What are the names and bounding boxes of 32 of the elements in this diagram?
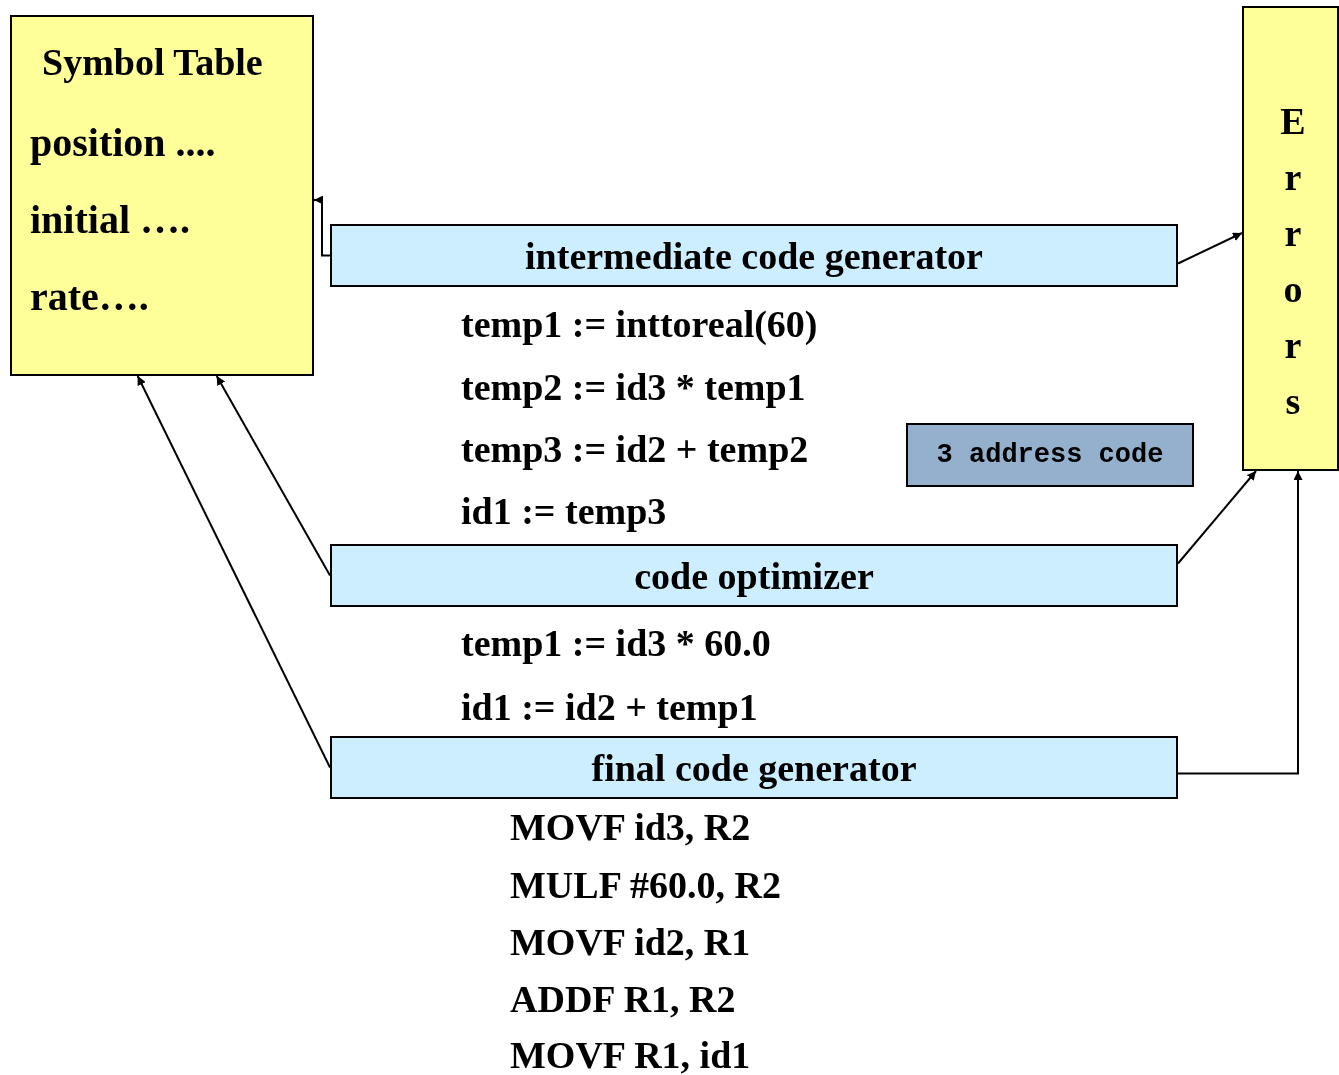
table-entry: initial …. [30,200,191,240]
code-line: temp3 := id2 + temp2 [461,430,809,468]
code-line: id1 := temp3 [461,492,667,530]
arrow [215,375,331,577]
errors-box [1242,6,1339,471]
code-line: temp1 := inttoreal(60) [461,305,818,343]
symbol-table-box [10,15,314,376]
arrow [136,375,331,769]
phase-box [330,736,1178,799]
code-line: temp1 := id3 * 60.0 [461,624,771,662]
arrow [1177,232,1243,265]
code-line: temp2 := id3 * temp1 [461,368,806,406]
table-entry: position .... [30,123,216,163]
table-heading: Symbol Table [42,43,263,81]
code-line: MOVF id3, R2 [510,808,751,846]
phase-box [330,544,1178,607]
code-line: MOVF R1, id1 [510,1036,751,1074]
box-label: Errors [1274,100,1312,436]
arrow [1177,470,1257,565]
code-line: ADDF R1, R2 [510,980,736,1018]
arrow [1177,470,1303,775]
arrow [313,195,331,257]
note-text: 3 address code [935,441,1165,469]
phase-label: intermediate code generator [524,236,984,275]
code-line: id1 := id2 + temp1 [461,688,758,726]
code-line: MULF #60.0, R2 [510,866,781,904]
code-line: MOVF id2, R1 [510,923,751,961]
phase-label: final code generator [590,748,918,787]
phase-label: code optimizer [633,556,875,595]
note-box [906,423,1194,487]
phase-box [330,224,1178,287]
table-entry: rate…. [30,277,149,317]
